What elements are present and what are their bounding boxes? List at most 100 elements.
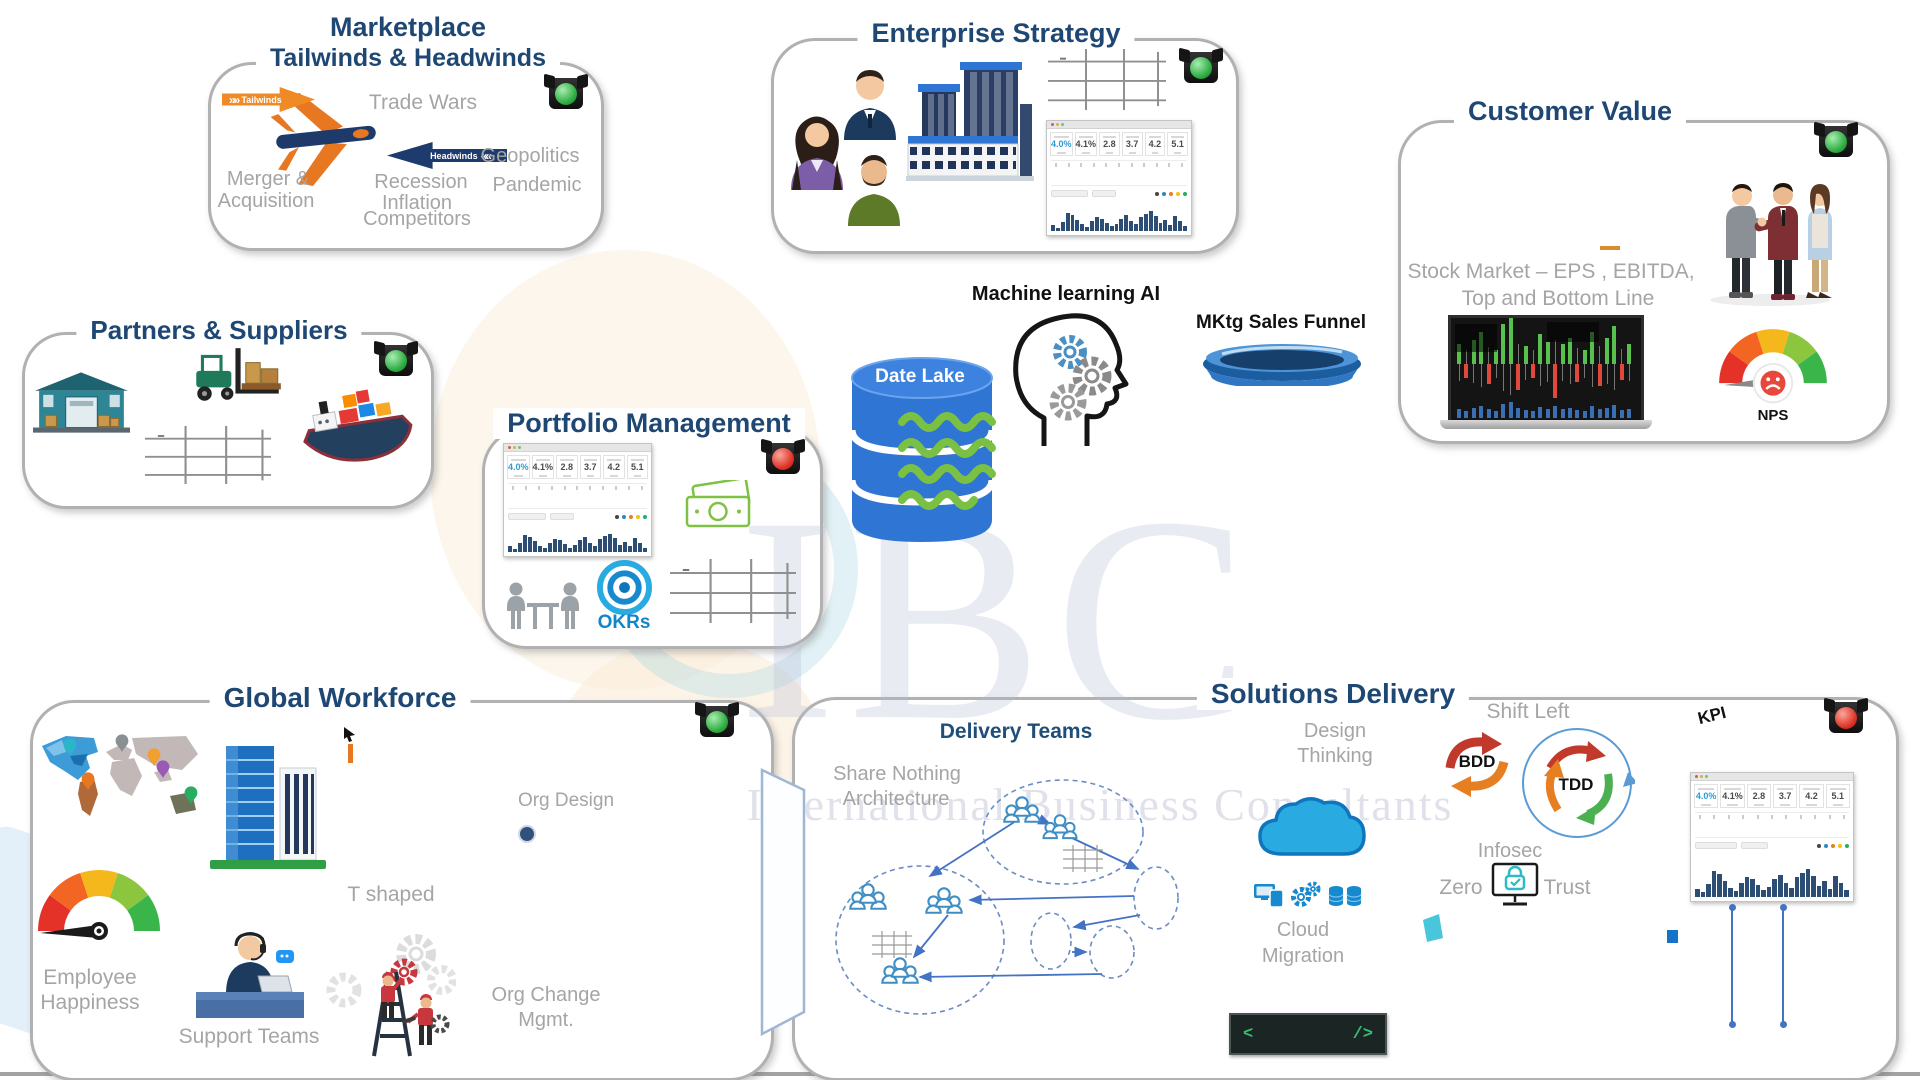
zero-trust-monitor-icon — [1491, 862, 1539, 906]
connector-line — [1779, 904, 1787, 1028]
employee-happiness-label-line2: Happiness — [40, 991, 140, 1014]
terminal-prompt-open: < — [1243, 1024, 1254, 1044]
data-lake-label: Date Lake — [875, 366, 965, 387]
marketplace-title-line1: Marketplace — [315, 12, 501, 43]
trade-wars-label: Trade Wars — [368, 91, 478, 114]
support-teams-label: Support Teams — [178, 1025, 320, 1048]
nps-gauge — [1719, 329, 1827, 404]
employee-happiness-gauge — [38, 870, 160, 940]
shift-left-label: Shift Left — [1486, 700, 1570, 723]
table-grid-icon — [145, 426, 271, 484]
headwinds-label: Headwinds — [430, 150, 478, 161]
cursor-pointer-icon — [344, 727, 355, 763]
kpi-tile: 4.1% — [531, 455, 555, 480]
kpi-tile: 2.8 — [1746, 784, 1771, 809]
marketplace-title-line2: Tailwinds & Headwinds — [256, 44, 560, 73]
customer-value-title: Customer Value — [1453, 96, 1687, 127]
kpi-tile: 3.7 — [1772, 784, 1798, 809]
cloud-icon — [1258, 797, 1366, 856]
customer-traffic-light-green-icon — [1819, 126, 1853, 157]
partners-traffic-light-green-icon — [379, 345, 413, 376]
table-grid-icon — [1048, 48, 1166, 110]
okrs-label: OKRs — [597, 612, 651, 633]
tailwinds-label: Tailwinds — [241, 94, 282, 105]
devices-icon — [1254, 884, 1284, 908]
kpi-tile: 4.2 — [1799, 784, 1824, 809]
code-terminal: < /> — [1229, 1013, 1387, 1055]
stock-market-label-line1: Stock Market – EPS , EBITDA, — [1407, 260, 1695, 283]
candlestick-chart — [1448, 315, 1644, 420]
kpi-tile: 5.1 — [1167, 132, 1189, 157]
blue-square-decor — [1667, 930, 1678, 943]
merger-label-line2: Acquisition — [217, 190, 315, 212]
stock-chart-laptop — [1440, 315, 1652, 429]
portfolio-traffic-light-red-icon — [766, 443, 800, 474]
maroon-suit-man — [1754, 183, 1798, 300]
laptop-base — [1440, 420, 1652, 429]
gray-suit-man — [1726, 184, 1771, 298]
org-design-mini-icon — [518, 825, 536, 843]
door-panel-icon — [760, 768, 806, 1037]
okr-target-icon — [597, 560, 652, 615]
sales-funnel-icon — [1203, 344, 1361, 386]
orange-dash-decor — [1600, 246, 1620, 250]
t-shaped-label: T shaped — [347, 883, 435, 906]
workforce-traffic-light-green-icon — [700, 706, 734, 737]
tdd-label: TDD — [1558, 775, 1594, 794]
tdd-cycle-icon — [1522, 728, 1635, 838]
kpi-tile: 4.2 — [1144, 132, 1166, 157]
bdd-label: BDD — [1458, 752, 1496, 771]
org-design-label: Org Design — [517, 790, 615, 811]
forklift-icon — [196, 348, 281, 401]
kpi-tile: 5.1 — [1825, 784, 1850, 809]
inflation-label: Inflation — [381, 192, 453, 214]
kpi-tile: 2.8 — [556, 455, 578, 480]
partners-suppliers-title: Partners & Suppliers — [76, 315, 362, 346]
recession-label: Recession — [374, 171, 468, 193]
design-thinking-label-line1: Design — [1303, 720, 1367, 742]
meeting-people-icon — [507, 582, 579, 629]
kpi-tile: 2.8 — [1099, 132, 1120, 157]
kpi-tile: 4.2 — [603, 455, 625, 480]
gears-icon — [1291, 881, 1321, 907]
kpi-tile: 3.7 — [579, 455, 602, 480]
marketplace-traffic-light-green-icon — [549, 78, 583, 109]
zero-label: Zero — [1439, 876, 1483, 899]
global-workforce-title: Global Workforce — [209, 682, 471, 714]
tailwinds-chevrons-icon: »» — [229, 92, 240, 107]
employee-happiness-label-line1: Employee — [43, 966, 137, 989]
kpi-tile: 4.1% — [1074, 132, 1098, 157]
stock-market-label-line2: Top and Bottom Line — [1461, 287, 1655, 310]
machine-learning-label: Machine learning AI — [971, 283, 1161, 305]
kpi-tile: 4.1% — [1720, 784, 1745, 809]
bearded-man-avatar — [848, 155, 900, 226]
ai-head-gears-icon — [1013, 313, 1129, 446]
design-thinking-label-line2: Thinking — [1297, 745, 1373, 767]
bdd-cycle-icon — [1445, 732, 1509, 797]
share-nothing-label-line1: Share Nothing — [833, 763, 961, 785]
businesswoman-avatar — [791, 116, 843, 190]
cloud-migration-label-line2: Migration — [1261, 945, 1345, 967]
table-grid-icon — [670, 559, 796, 623]
portfolio-management-title: Portfolio Management — [493, 408, 805, 439]
infosec-label: Infosec — [1477, 840, 1543, 862]
competitors-label: Competitors — [363, 208, 471, 230]
kpi-tile: 4.0% — [507, 455, 530, 480]
org-change-label-line1: Org Change — [491, 984, 601, 1006]
connector-line — [1728, 904, 1736, 1028]
delivery-teams-network-diagram — [835, 779, 1179, 1015]
enterprise-strategy-title: Enterprise Strategy — [857, 18, 1135, 49]
customers-handshake-illustration — [1710, 183, 1832, 306]
geopolitics-label: Geopolitics — [480, 145, 580, 167]
money-bills-icon — [685, 480, 751, 528]
headwinds-chevrons-icon: «« — [480, 148, 492, 163]
enterprise-traffic-light-green-icon — [1184, 52, 1218, 83]
merger-label-line1: Merger & — [226, 168, 310, 190]
solutions-delivery-title: Solutions Delivery — [1196, 678, 1470, 710]
delivery-teams-label: Delivery Teams — [939, 720, 1093, 743]
kpi-tile: 4.0% — [1694, 784, 1719, 809]
